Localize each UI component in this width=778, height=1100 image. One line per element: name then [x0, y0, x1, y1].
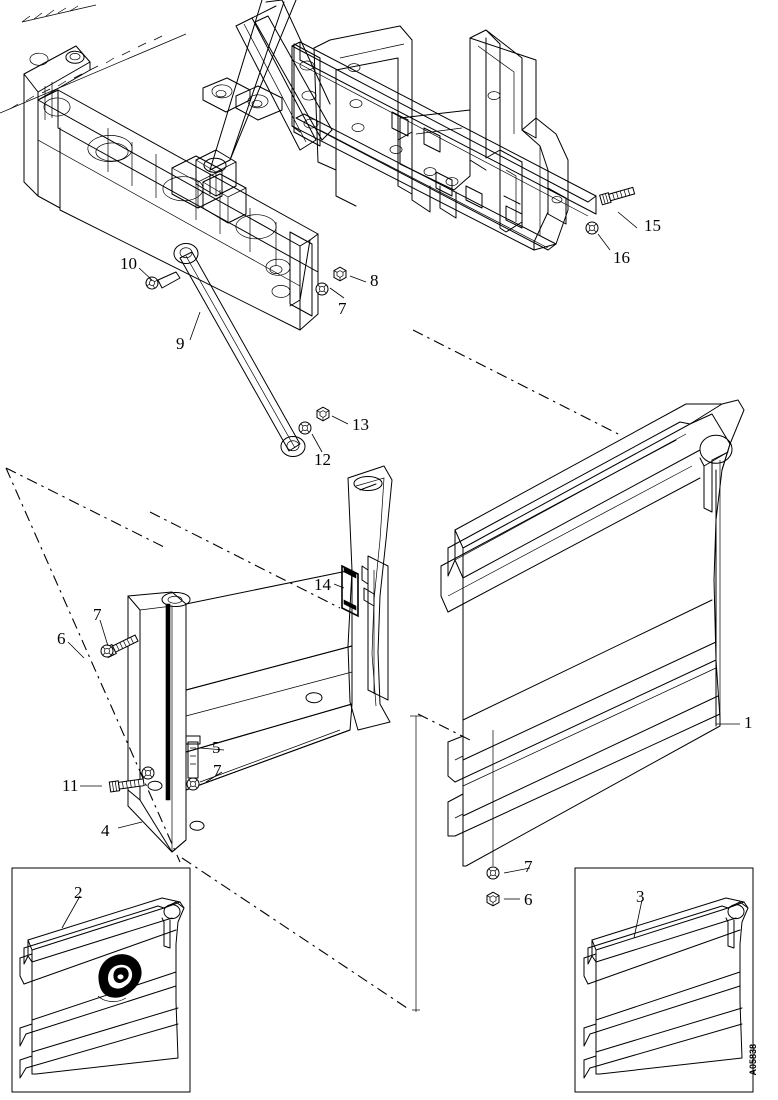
callout-5: 5 [212, 738, 221, 757]
blade-inset-left [11, 867, 191, 1093]
push-frame-weldment [23, 0, 333, 331]
callout-3: 3 [636, 887, 645, 906]
callout-15: 15 [644, 216, 661, 235]
callout-14: 14 [314, 575, 331, 594]
callout-9: 9 [176, 334, 185, 353]
callout-10: 10 [120, 254, 137, 273]
callout-7-mid: 7 [213, 761, 222, 780]
diagonal-brace-rod [143, 243, 306, 457]
callout-2: 2 [74, 883, 83, 902]
rear-tower-frame-weldment [291, 25, 597, 251]
callout-12: 12 [314, 450, 331, 469]
sheet-break-lines [0, 4, 187, 114]
callout-7-blade: 7 [524, 857, 533, 876]
blade-assembly-main [440, 399, 745, 907]
blade-end-plate [127, 569, 353, 853]
callout-6-blade: 6 [524, 890, 533, 909]
callout-11: 11 [62, 776, 79, 795]
callout-leader-lines [61, 211, 740, 939]
callout-7-left: 7 [93, 605, 102, 624]
callout-13: 13 [352, 415, 369, 434]
callout-6: 6 [57, 629, 66, 648]
blade-inset-right [574, 867, 754, 1093]
fasteners-rear-frame [585, 185, 636, 235]
callout-7-frame: 7 [338, 299, 347, 318]
assembly-alignment-lines [5, 329, 623, 1012]
sheet-code: A05838 [748, 1044, 758, 1076]
blade-back-brace [341, 465, 393, 731]
fasteners-brace-lower [298, 406, 330, 435]
callout-1: 1 [744, 713, 753, 732]
callout-8: 8 [370, 271, 379, 290]
fasteners-frame [315, 266, 347, 296]
callout-4: 4 [101, 821, 110, 840]
callout-16: 16 [613, 248, 630, 267]
